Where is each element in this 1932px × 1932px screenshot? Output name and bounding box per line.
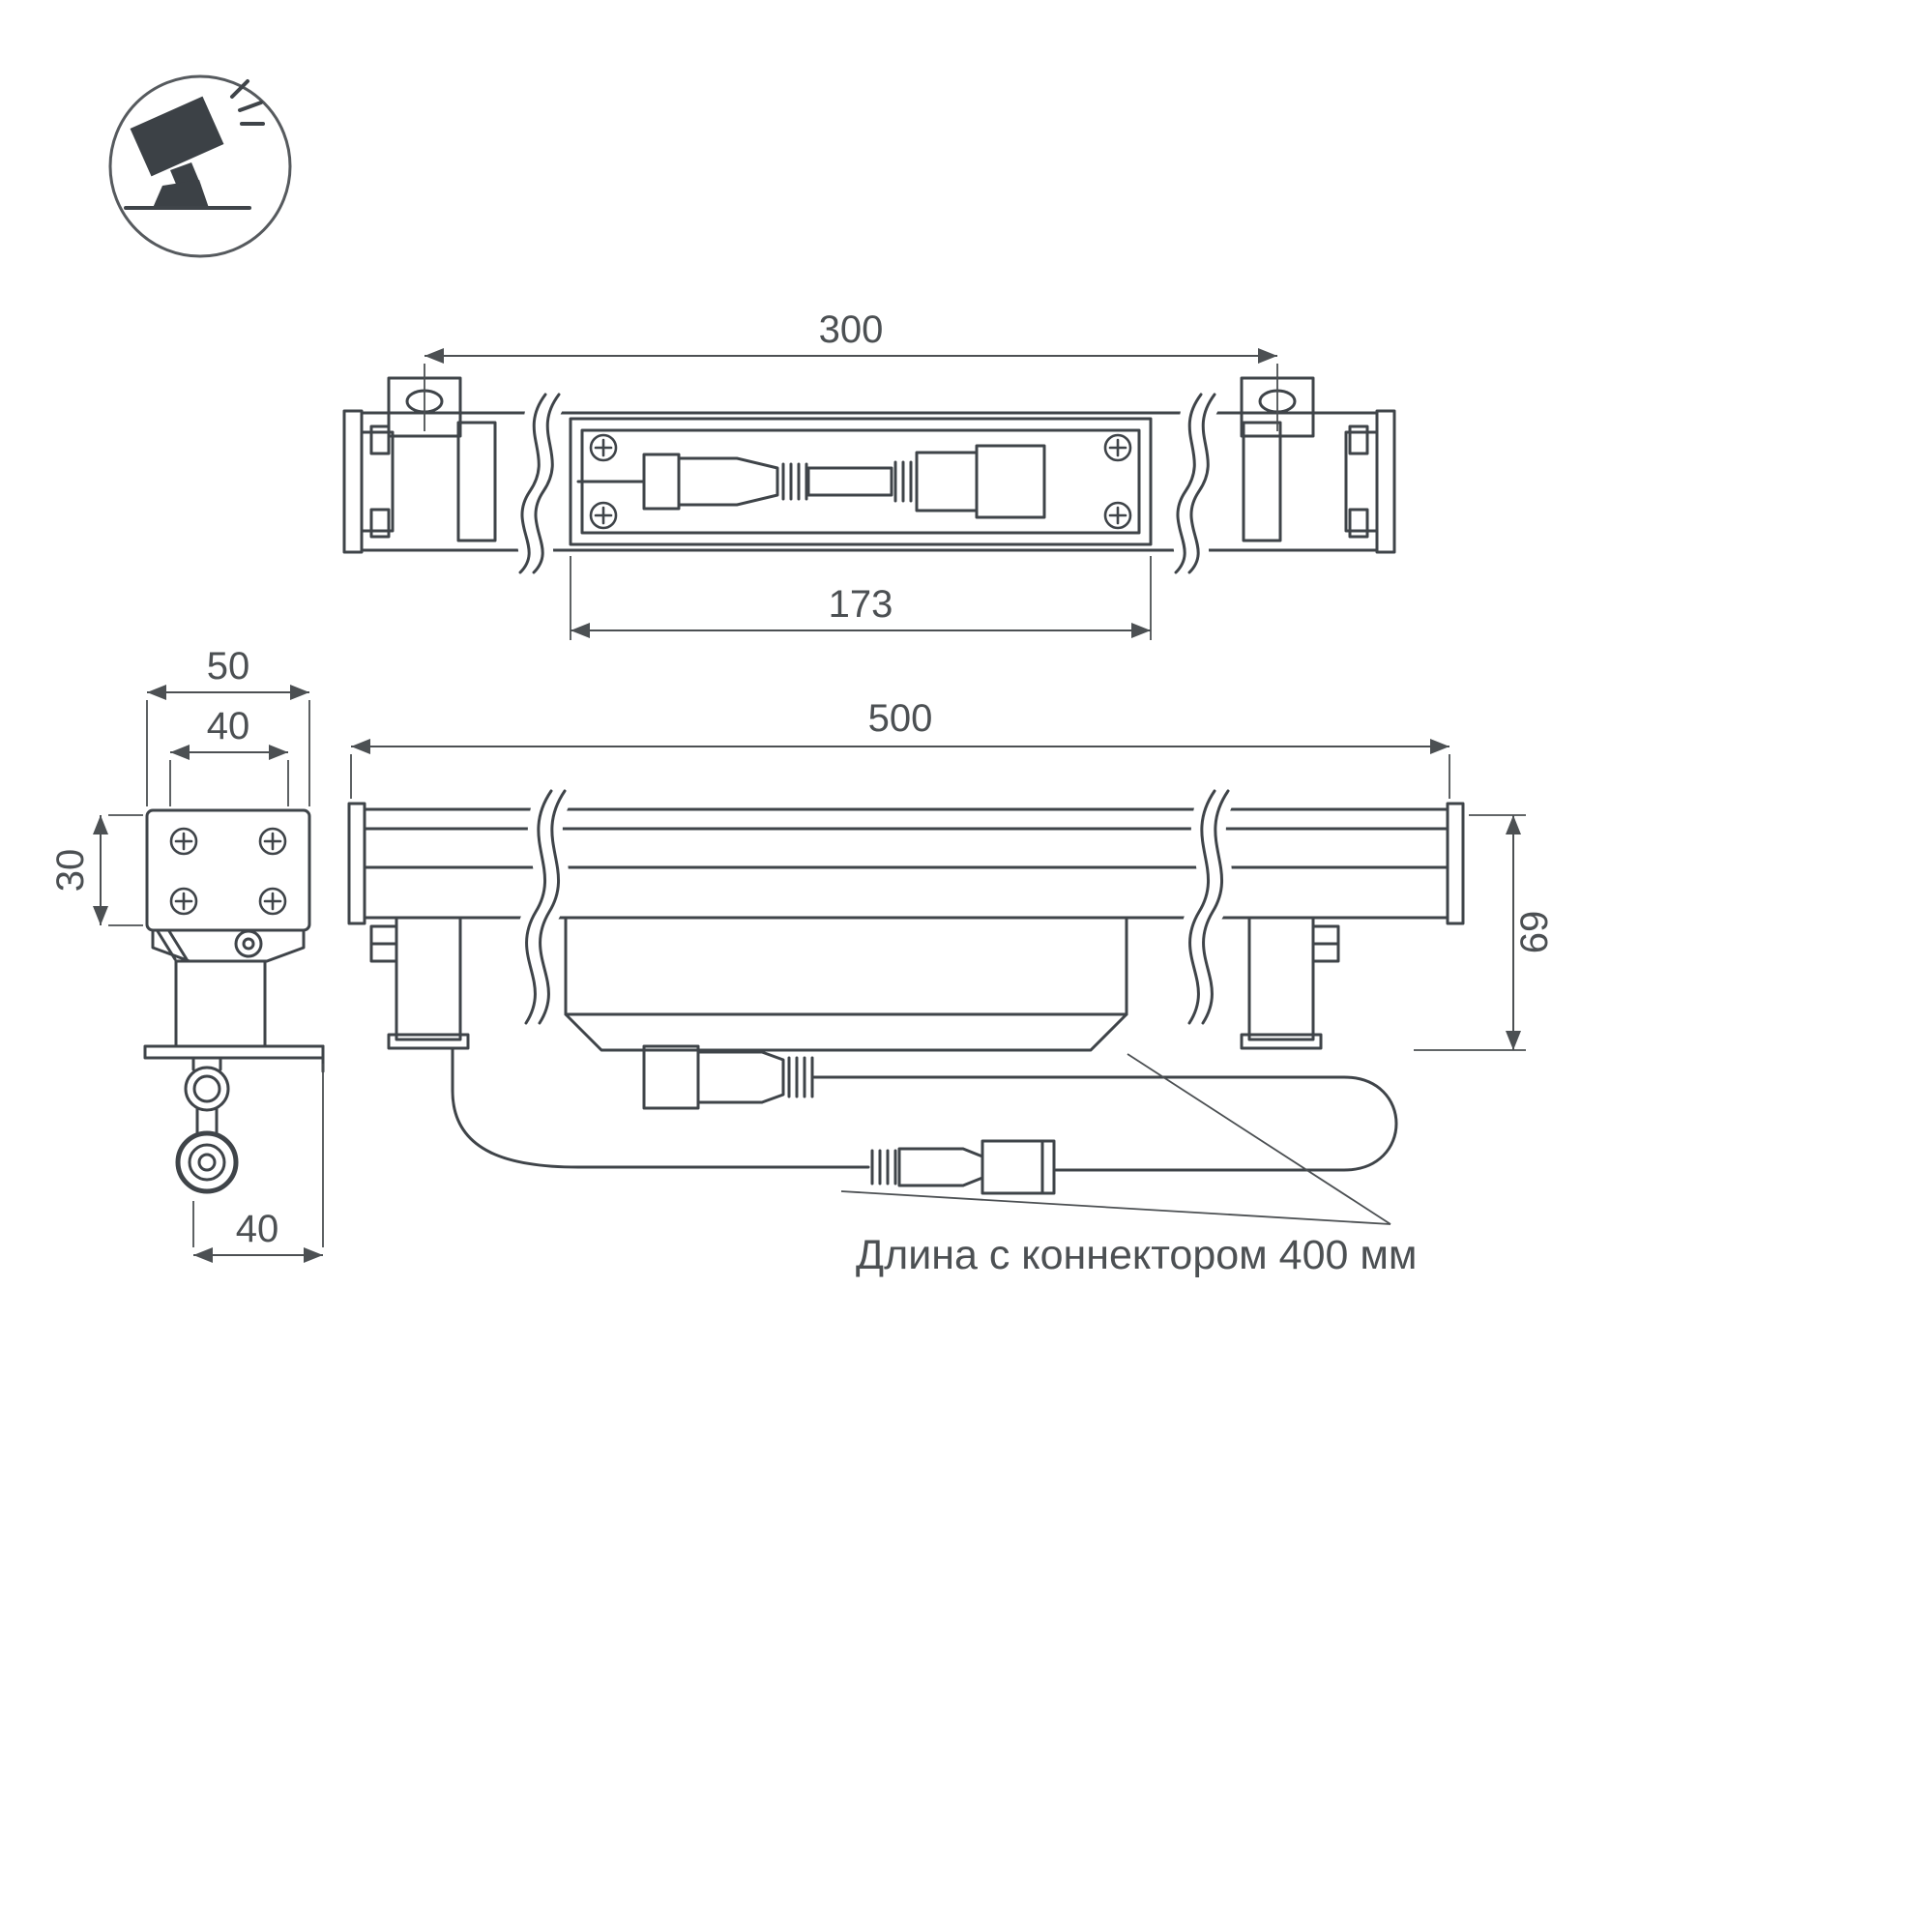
front-view [347,780,1465,1195]
top-view-right-end [1240,376,1396,554]
front-right-bracket [1240,916,1340,1050]
connector-length-note: Длина с коннектором 400 мм [856,1232,1417,1278]
cable-cross-left [512,384,568,585]
light-rays-icon [230,79,265,126]
side-view [143,808,325,1194]
front-view-dimensions: 500 69 [350,697,1556,1225]
front-cables [451,1046,1398,1172]
driver-box [564,916,1128,1052]
dim-label-30: 30 [49,849,92,893]
floodlight-icon [108,74,292,258]
dim-label-40-bottom: 40 [236,1208,279,1250]
top-view [342,376,1396,585]
connector-end-icon [175,1130,239,1194]
top-view-left-end [342,376,497,554]
left-end-cap [347,802,366,925]
screw-icon [589,433,618,462]
screw-icon [1103,433,1132,462]
cable-cross-right [1167,384,1223,585]
screw-icon [169,827,198,856]
side-view-dimensions: 50 40 30 40 [49,645,324,1263]
side-profile [145,808,311,932]
dim-label-300: 300 [819,308,884,351]
top-view-dimensions: 300 173 [424,308,1278,640]
dim-label-500: 500 [868,697,933,740]
icon-circle [108,74,292,258]
cable-cross-front-right [1179,780,1237,1033]
front-connector-lower [870,1139,1056,1195]
cable-cross-front-left [515,780,573,1033]
top-view-center-plate [569,417,1153,546]
floodlight-symbol [124,79,265,210]
leader-line [1127,1053,1391,1225]
screw-icon [589,501,618,530]
front-body [363,807,1449,920]
side-base-plate [143,1044,325,1060]
dim-label-69: 69 [1513,911,1556,954]
screw-icon [258,887,287,916]
screw-icon [258,827,287,856]
side-cable-connector [175,1056,239,1194]
screw-icon [1103,501,1132,530]
leader-line [840,1190,1391,1225]
dim-label-173: 173 [829,583,893,626]
screw-icon [169,887,198,916]
adjust-knob [234,929,263,958]
dim-label-50: 50 [207,645,250,688]
right-end-cap [1446,802,1465,925]
dim-label-40: 40 [207,705,250,747]
front-connector-upper [642,1044,814,1110]
top-view-connector-pair [576,444,1046,519]
side-bracket [143,928,325,1073]
front-left-bracket [369,916,470,1050]
